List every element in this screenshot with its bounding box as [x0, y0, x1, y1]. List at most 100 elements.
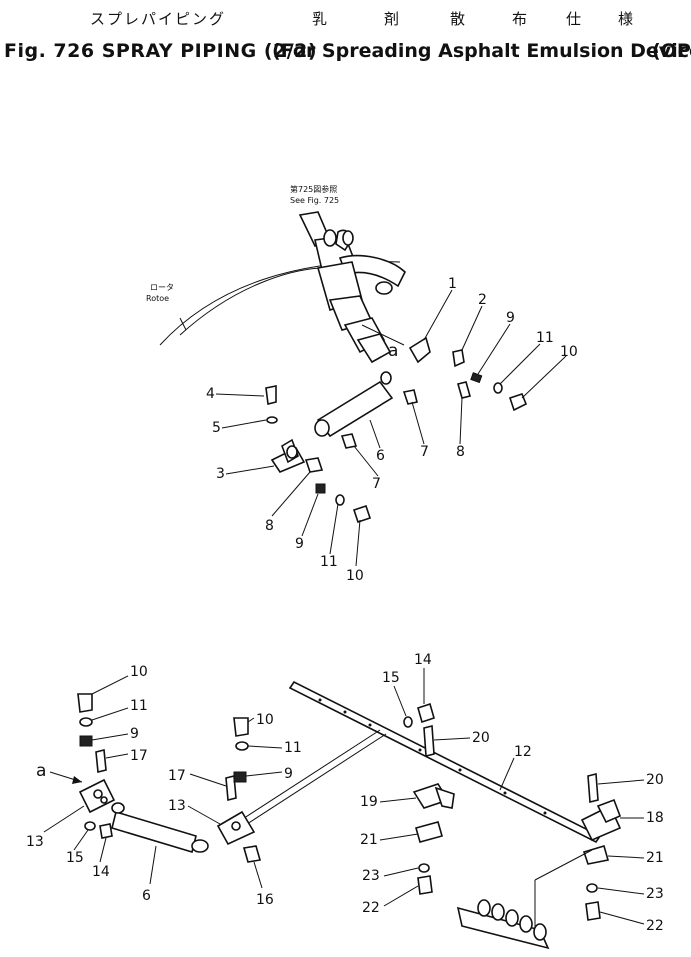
- point-a-bottom: a: [36, 761, 46, 781]
- figure-number: Fig. 726: [4, 40, 95, 62]
- callout: 11: [320, 554, 338, 570]
- part-21-mid: [415, 821, 443, 843]
- part-9-mid: [233, 771, 247, 783]
- figure-subtitle: (For Spreading Asphalt Emulsion Device): [272, 40, 691, 62]
- part-9-left: [79, 735, 93, 747]
- callout: 15: [66, 850, 84, 866]
- callout: 21: [646, 850, 664, 866]
- callout: 10: [256, 712, 274, 728]
- callout: 17: [168, 768, 186, 784]
- point-a-top: a: [388, 341, 398, 361]
- callout: 10: [130, 664, 148, 680]
- part-23-mid: [418, 863, 430, 873]
- part-20-right: [587, 772, 599, 804]
- see-ref-jp: 第725図参照: [290, 184, 337, 194]
- japanese-sub-char: 様: [618, 10, 636, 28]
- callout: 9: [506, 310, 515, 326]
- callout: 9: [295, 536, 304, 552]
- callout: 1: [448, 276, 457, 292]
- callout: 15: [382, 670, 400, 686]
- part-4-bolt: [265, 385, 277, 405]
- see-ref-label: See Fig. 725: [290, 196, 339, 205]
- point-a-arrow: [361, 324, 405, 346]
- callout: 13: [168, 798, 186, 814]
- part-17-left: [95, 748, 107, 774]
- japanese-title-row: スプレパイピング 乳 剤 散 布 仕 様: [0, 8, 691, 36]
- figure-title: Fig. 726 SPRAY PIPING (2/2): [4, 40, 317, 62]
- japanese-sub-char: 剤: [384, 10, 402, 28]
- part-8-top: [457, 381, 471, 399]
- part-10-mid: [233, 717, 249, 737]
- nozzle-leader: [534, 849, 593, 881]
- callout: 11: [536, 330, 554, 346]
- callout: 14: [414, 652, 432, 668]
- arrowhead: [72, 776, 82, 784]
- part-16-nut: [242, 845, 262, 863]
- callout: 7: [420, 444, 429, 460]
- callout: 19: [360, 794, 378, 810]
- japanese-sub-char: 仕: [566, 10, 584, 28]
- part-10-left: [77, 693, 93, 713]
- callout: 3: [216, 466, 225, 482]
- callout: 4: [206, 386, 215, 402]
- japanese-sub-char: 散: [450, 10, 468, 28]
- callout: 16: [256, 892, 274, 908]
- part-8-lower: [304, 457, 324, 473]
- part-9-lower: [315, 483, 326, 494]
- part-20-mid: [423, 724, 435, 758]
- bottom-leaders: [43, 668, 645, 925]
- link-line: [237, 729, 381, 823]
- part-9-top: [470, 372, 483, 384]
- callout: 2: [478, 292, 487, 308]
- callout: 10: [560, 344, 578, 360]
- part-11-mid: [235, 741, 249, 751]
- part-12-beam: [288, 680, 602, 844]
- rotor-label: Rotoe: [146, 294, 169, 303]
- part-14-mid: [417, 702, 435, 724]
- callout: 22: [362, 900, 380, 916]
- part-13-mid-bracket: [216, 810, 256, 846]
- rotor-jp-label: ロータ: [150, 283, 174, 292]
- callout: 12: [514, 744, 532, 760]
- callout: 23: [646, 886, 664, 902]
- part-22-mid: [417, 875, 433, 895]
- callout: 13: [26, 834, 44, 850]
- part-1-bracket: [408, 336, 431, 364]
- top-callouts: 1 2 9 11 10 4 5 3 6 7 8 8 9 11 10 7: [206, 276, 578, 584]
- part-6-cylinder-bottom: [111, 802, 209, 854]
- part-15-left: [84, 821, 96, 831]
- callout: 10: [346, 568, 364, 584]
- bottom-callouts: 10 11 9 17 13 15 14 6 10 11 9 17 13 16 1…: [26, 652, 664, 934]
- callout: 6: [376, 448, 385, 464]
- callout: 9: [130, 726, 139, 742]
- callout: 11: [130, 698, 148, 714]
- callout: 21: [360, 832, 378, 848]
- callout: 5: [212, 420, 221, 436]
- part-13-left-bracket: [78, 778, 116, 814]
- callout: 23: [362, 868, 380, 884]
- top-leaders: [215, 289, 567, 567]
- callout: 8: [456, 444, 465, 460]
- part-22-right: [585, 901, 601, 921]
- callout: 8: [265, 518, 274, 534]
- part-19-bracket: [412, 783, 455, 809]
- valve-cluster: [298, 211, 406, 364]
- japanese-sub-char: 乳: [312, 10, 330, 28]
- callout: 7: [372, 476, 381, 492]
- rotor-arc-inner: [179, 267, 321, 336]
- spray-nozzle-assembly: [456, 899, 550, 950]
- rotor-leader: [179, 317, 187, 331]
- callout: 6: [142, 888, 151, 904]
- part-23-right: [586, 883, 598, 893]
- part-7-lower: [340, 433, 358, 449]
- callout: 20: [472, 730, 490, 746]
- part-18-bracket: [580, 798, 622, 842]
- part-14-left: [99, 823, 113, 839]
- callout: 18: [646, 810, 664, 826]
- part-21-right: [582, 845, 610, 865]
- callout: 11: [284, 740, 302, 756]
- callout: 9: [284, 766, 293, 782]
- part-11-left: [79, 717, 93, 727]
- beam-holes: [318, 698, 547, 815]
